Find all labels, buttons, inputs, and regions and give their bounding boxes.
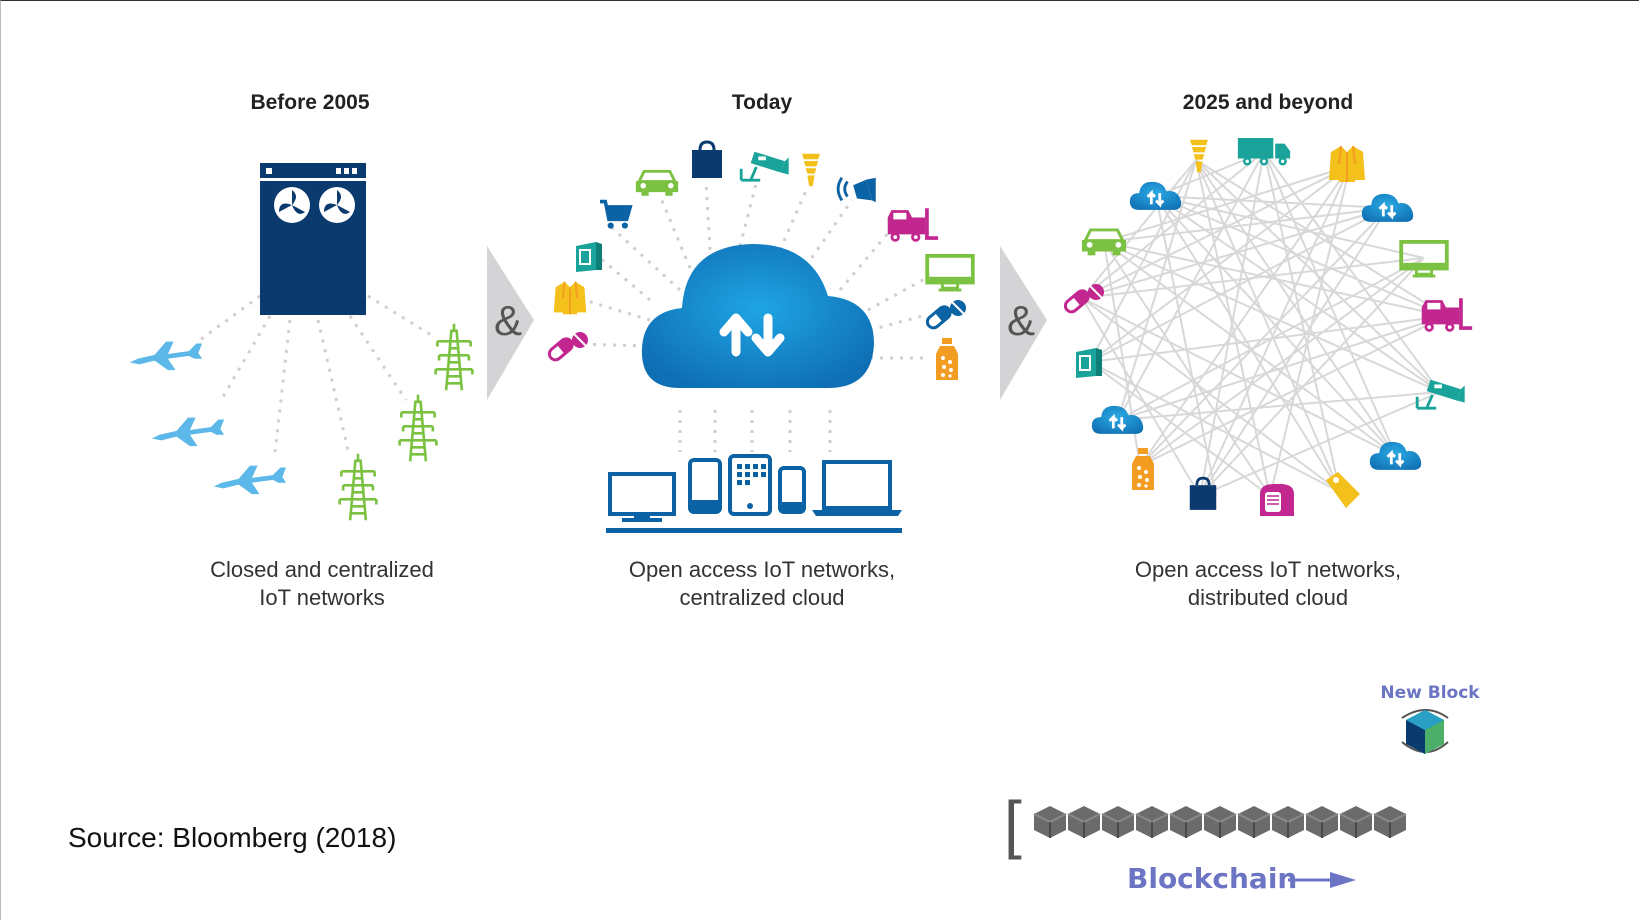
chain-block-icon bbox=[1203, 805, 1237, 839]
ampersand-arrow-2: & bbox=[1000, 246, 1047, 400]
blockchain-illustration: New Block [ Blockchain bbox=[1004, 683, 1480, 895]
dotted-connections bbox=[579, 181, 931, 452]
chain-block-icon bbox=[1067, 805, 1101, 839]
panel-title-2025-and-beyond: 2025 and beyond bbox=[1183, 91, 1353, 114]
cloud-icon bbox=[641, 244, 874, 388]
dotted-connections bbox=[199, 294, 437, 453]
panel-before-2005 bbox=[129, 163, 474, 522]
chain-block-icon bbox=[1373, 805, 1407, 839]
new-block-label: New Block bbox=[1380, 683, 1480, 703]
pills-icon bbox=[546, 330, 590, 364]
server-icon bbox=[260, 163, 366, 315]
airplane-icon bbox=[213, 465, 287, 495]
power-tower-icon bbox=[434, 322, 474, 392]
caption-today-line1: Open access IoT networks, bbox=[629, 557, 895, 582]
phone-icon bbox=[688, 458, 722, 514]
chain-block-icon bbox=[1271, 805, 1305, 839]
shopping-bag-icon bbox=[690, 140, 724, 180]
shopping-cart-icon bbox=[598, 199, 633, 230]
power-tower-icon bbox=[398, 393, 438, 463]
truck-icon bbox=[1237, 138, 1291, 166]
chain-bracket: [ bbox=[1004, 788, 1022, 860]
speaker-icon bbox=[836, 176, 878, 204]
forklift-icon bbox=[1419, 296, 1474, 334]
car-icon bbox=[635, 170, 679, 196]
tv-icon bbox=[925, 254, 975, 292]
security-camera-icon bbox=[739, 150, 791, 182]
caption-before-2005-line2: IoT networks bbox=[259, 585, 385, 610]
chain-block-icon bbox=[1135, 805, 1169, 839]
toaster-icon bbox=[1259, 483, 1295, 517]
door-icon bbox=[575, 241, 603, 273]
forklift-icon bbox=[885, 206, 940, 244]
chain-block-icon bbox=[1305, 805, 1339, 839]
phone-icon bbox=[778, 466, 806, 514]
airplane-icon bbox=[151, 417, 225, 447]
blockchain-label: Blockchain bbox=[1127, 862, 1297, 895]
power-tower-icon bbox=[338, 452, 378, 522]
jacket-icon bbox=[1327, 144, 1367, 184]
monitor-icon bbox=[608, 472, 676, 522]
caption-2025-line1: Open access IoT networks, bbox=[1135, 557, 1401, 582]
light-bulb-icon bbox=[802, 153, 820, 187]
arrow-right-icon bbox=[1288, 872, 1356, 888]
source-citation: Source: Bloomberg (2018) bbox=[68, 822, 397, 853]
chain-block-icon bbox=[1101, 805, 1135, 839]
chain-blocks bbox=[1033, 805, 1407, 839]
caption-before-2005-line1: Closed and centralized bbox=[210, 557, 434, 582]
car-icon bbox=[1081, 228, 1127, 256]
chain-block-icon bbox=[1339, 805, 1373, 839]
new-block-cube-icon bbox=[1401, 709, 1449, 754]
caption-today-line2: centralized cloud bbox=[679, 585, 844, 610]
panel-today bbox=[546, 140, 975, 533]
laptop-icon bbox=[812, 460, 902, 516]
chain-block-icon bbox=[1169, 805, 1203, 839]
small-cloud-icon bbox=[1360, 192, 1415, 224]
panel-title-today: Today bbox=[732, 91, 793, 114]
panel-2025-and-beyond bbox=[1062, 138, 1474, 517]
medicine-bottle-icon bbox=[936, 338, 958, 380]
devices-row bbox=[606, 454, 902, 533]
mesh-connections bbox=[1081, 151, 1447, 497]
panel-title-before-2005: Before 2005 bbox=[250, 91, 369, 114]
door-icon bbox=[1075, 347, 1103, 379]
tablet-icon bbox=[728, 454, 772, 516]
ampersand-symbol: & bbox=[1007, 297, 1035, 344]
devices-baseline bbox=[606, 528, 902, 533]
chain-block-icon bbox=[1033, 805, 1067, 839]
price-tag-icon bbox=[1326, 472, 1360, 508]
jacket-icon bbox=[552, 280, 588, 316]
caption-2025-line2: distributed cloud bbox=[1188, 585, 1348, 610]
ampersand-symbol: & bbox=[494, 297, 522, 344]
ampersand-arrow-1: & bbox=[487, 246, 534, 400]
chain-block-icon bbox=[1237, 805, 1271, 839]
pills-icon bbox=[924, 298, 968, 332]
airplane-icon bbox=[129, 341, 203, 371]
